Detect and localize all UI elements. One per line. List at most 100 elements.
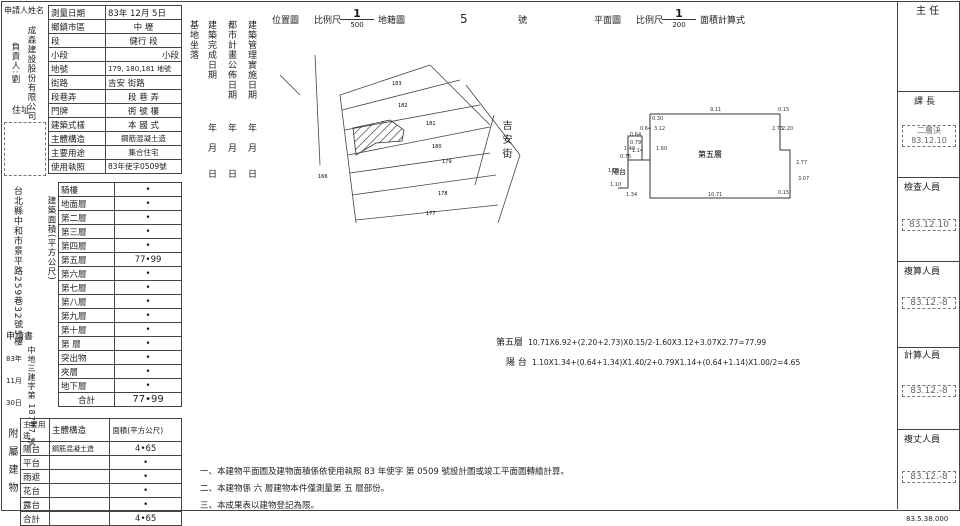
survey-date-label: 測量日期: [48, 5, 106, 20]
annex-structure: [48, 483, 111, 498]
annex-use: 合計: [20, 511, 50, 526]
annex-use: 陽台: [20, 441, 50, 456]
applicant-addr-label: 住址: [12, 106, 31, 116]
signature-column: 主 任 課 長 二層決 83.12.10 檢查人員 83.12.10 複算人員 …: [897, 1, 959, 509]
floor-area: •: [114, 210, 182, 225]
formula-label: 第五層: [496, 338, 524, 348]
urban-plan-date-label: 都市計畫公佈日期: [226, 20, 236, 100]
applicant-seal: [4, 122, 46, 176]
cadastral-map-label: 地籍圖: [378, 16, 406, 26]
applicant-label: 申請人: [4, 6, 28, 15]
floor-row: 突出物•: [57, 350, 182, 365]
floor-name: 第三層: [57, 224, 116, 239]
floor-area: •: [114, 280, 182, 295]
floor-area: •: [114, 266, 182, 281]
notes-block: 一、本建物平面圖及建物面積係依使用執照 83 年使字 第 0509 號設計圖或竣…: [200, 464, 569, 515]
sign-role: 課 長: [914, 97, 935, 107]
floor-name: 第八層: [57, 294, 116, 309]
floor-name: 第 層: [57, 336, 116, 351]
dim-label: 0.64: [630, 132, 641, 138]
floor-area: 77•99: [114, 252, 182, 267]
formula-row: 陽 台 1.10X1.34+(0.64+1.34)X1.40/2+0.79X1.…: [506, 350, 800, 369]
location-map-title: 位置圖: [272, 16, 300, 26]
inspector-stamp: 83.12.10: [902, 219, 956, 231]
lot-label: 177: [426, 211, 436, 217]
dim-label: 1.40: [624, 146, 635, 152]
info-key: 主體構造: [48, 131, 106, 146]
lot-label: 180: [432, 144, 442, 150]
info-value: 鋼筋混凝土造: [105, 131, 182, 146]
note-line: 二、本建物係 六 層建物本件僅測量第 五 層部份。: [200, 484, 390, 494]
dim-label: 1.10: [610, 182, 621, 188]
dim-label: 3.12: [654, 126, 665, 132]
annex-use: 雨遮: [20, 469, 50, 484]
application-month: 11月: [6, 377, 22, 385]
floor-name: 突出物: [57, 350, 116, 365]
info-key: 鄉鎮市區: [48, 19, 106, 34]
director-label: 主 任: [916, 6, 940, 17]
floor-row: 第 層•: [57, 336, 182, 351]
dim-label: 0.15: [778, 107, 789, 113]
floor-area: •: [114, 238, 182, 253]
floor-area: •: [114, 350, 182, 365]
month-marker: 月: [228, 144, 238, 154]
floor-area: •: [114, 336, 182, 351]
area-calc-label: 面積計算式: [700, 16, 746, 26]
annex-structure: 鋼筋混凝土造: [48, 441, 111, 456]
floor-area: •: [114, 378, 182, 393]
sign-role: 複算人員: [904, 267, 941, 277]
floor-row: 夾層•: [57, 364, 182, 379]
dim-label: 2.73: [772, 126, 783, 132]
annex-head-area: 面積(平方公尺): [109, 418, 182, 442]
plan-scale-denominator: 200: [672, 21, 686, 29]
dim-label: 2.20: [782, 126, 793, 132]
info-key: 段巷弄: [48, 89, 106, 104]
dim-label: 0.15: [778, 190, 789, 196]
applicant-address: 台北縣中和市景平路259巷32號5樓: [12, 186, 22, 347]
floor-row: 第八層•: [57, 294, 182, 309]
footer-code: 83.5.38.000: [906, 515, 949, 523]
plan-scale-fraction: 1 200: [662, 8, 696, 30]
floor-area: •: [114, 182, 182, 197]
dim-label: 1.34: [626, 192, 637, 198]
annex-area: •: [109, 455, 182, 470]
year-marker: 年: [208, 124, 218, 134]
lot-label: 182: [398, 103, 408, 109]
area-side-label: 建築面積(平方公尺): [46, 196, 56, 281]
info-value: 83年使字0509號: [105, 159, 182, 174]
info-key: 建築式樣: [48, 117, 106, 132]
room-label: 第五層: [698, 149, 722, 159]
day-marker: 日: [248, 170, 258, 180]
info-value: 中 壢: [105, 19, 182, 34]
floor-area: •: [114, 308, 182, 323]
info-value: 集合住宅: [105, 145, 182, 160]
floor-name: 第七層: [57, 280, 116, 295]
formula-row: 第五層 10.71X6.92+(2.20+2.73)X0.15/2-1.60X3…: [496, 330, 766, 349]
floor-area: •: [114, 196, 182, 211]
dates-block: 基地坐落 建築完成日期 都市計畫公佈日期 建築管理實施日期 年 年 年 月 月 …: [186, 20, 266, 180]
lot-label: 166: [318, 174, 328, 180]
annex-area: 4•65: [109, 511, 182, 526]
floor-name: 第二層: [57, 210, 116, 225]
dim-label: 0.79: [630, 140, 641, 146]
info-value: 衖 號 樓: [105, 103, 182, 118]
sign-role: 檢查人員: [904, 183, 941, 193]
annex-area: •: [109, 483, 182, 498]
floor-name: 第五層: [57, 252, 116, 267]
info-key: 段: [48, 33, 106, 48]
annex-use: 花台: [20, 483, 50, 498]
floor-name: 第四層: [57, 238, 116, 253]
location-map-scale-label: 比例尺: [314, 16, 342, 26]
location-map-drawing: 183 182 181 180 179 178 177 166: [280, 55, 521, 224]
lot-label: 181: [426, 121, 436, 127]
dim-label: 1.00: [608, 168, 619, 174]
info-value: 段 巷 弄: [105, 89, 182, 104]
info-value: 健行 段: [105, 33, 182, 48]
annex-head-use: 主要用途: [20, 418, 50, 442]
floor-name: 第六層: [57, 266, 116, 281]
